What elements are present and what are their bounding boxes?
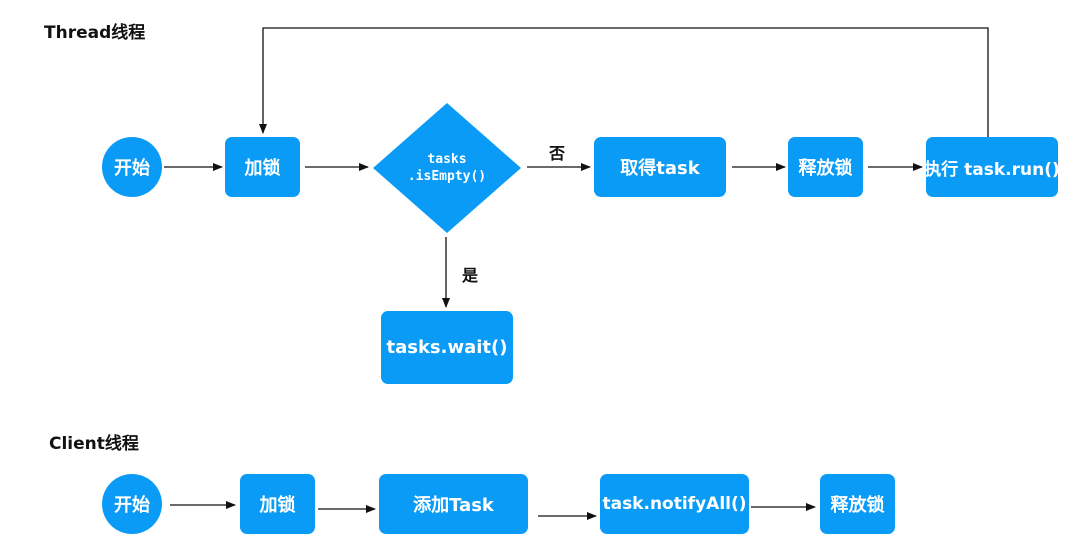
yes-label: 是 <box>462 266 479 285</box>
thread-release-lock-node: 释放锁 <box>788 137 863 197</box>
take-task-node: 取得task <box>594 137 726 197</box>
run-task-node: 执行 task.run() <box>924 137 1060 197</box>
client-start-node: 开始 <box>102 474 162 534</box>
wait-node: tasks.wait() <box>381 311 513 384</box>
client-lock-node: 加锁 <box>240 474 315 534</box>
decision-label-line2: .isEmpty() <box>407 169 487 184</box>
add-task-node: 添加Task <box>379 474 528 534</box>
decision-diamond <box>373 103 521 233</box>
notify-all-node: task.notifyAll() <box>600 474 749 534</box>
thread-start-node: 开始 <box>102 137 162 197</box>
client-title: Client线程 <box>49 434 139 454</box>
thread-title: Thread线程 <box>44 23 146 43</box>
decision-label-line1: tasks <box>427 152 467 167</box>
edge-run-loop-back <box>259 27 989 137</box>
client-release-lock-node: 释放锁 <box>820 474 895 534</box>
no-label: 否 <box>549 144 566 163</box>
thread-lock-node: 加锁 <box>225 137 300 197</box>
decision-label: tasks .isEmpty() <box>395 151 499 185</box>
